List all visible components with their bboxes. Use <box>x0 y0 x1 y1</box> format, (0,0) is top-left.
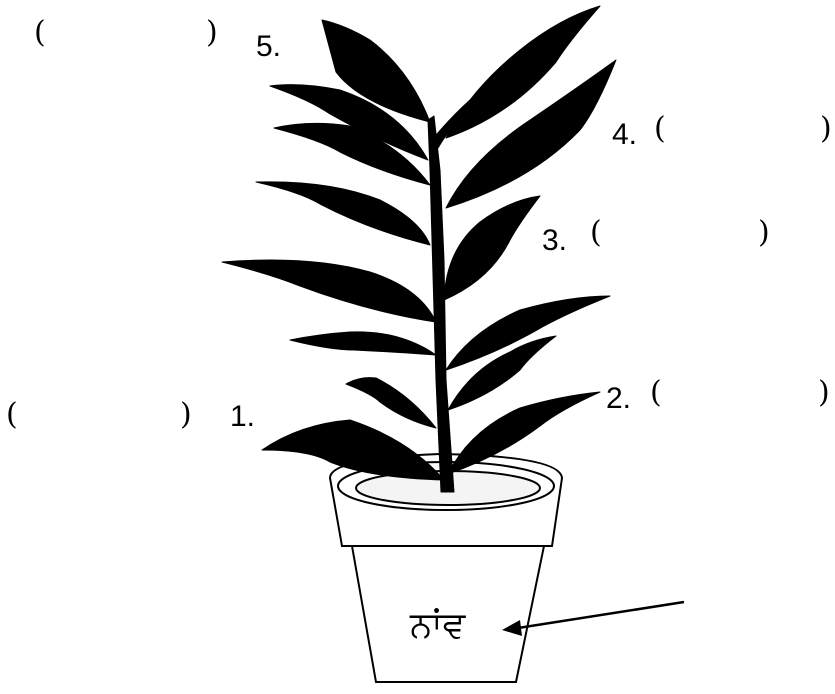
blank-4-close-paren: ) <box>820 114 832 144</box>
label-1: 1. <box>230 402 255 432</box>
blank-5-close-paren: ) <box>206 18 218 48</box>
blank-2-close-paren: ) <box>818 378 830 408</box>
plant-stem <box>428 116 454 492</box>
label-5: 5. <box>256 32 281 62</box>
blank-5-open-paren: ( <box>34 18 46 48</box>
blank-2-open-paren: ( <box>650 378 662 408</box>
label-3: 3. <box>542 226 567 256</box>
pot-label: ਨਾਂਵ <box>410 608 465 644</box>
blank-3-open-paren: ( <box>590 218 602 248</box>
leaf <box>256 182 430 245</box>
blank-1-open-paren: ( <box>6 400 18 430</box>
label-4: 4. <box>612 120 637 150</box>
leaf <box>290 332 436 355</box>
label-2: 2. <box>606 384 631 414</box>
blank-3-close-paren: ) <box>758 218 770 248</box>
leaf-3 <box>444 196 540 300</box>
leaf <box>346 378 436 428</box>
blank-4-open-paren: ( <box>654 114 666 144</box>
blank-1-close-paren: ) <box>180 400 192 430</box>
leaf <box>222 260 436 322</box>
